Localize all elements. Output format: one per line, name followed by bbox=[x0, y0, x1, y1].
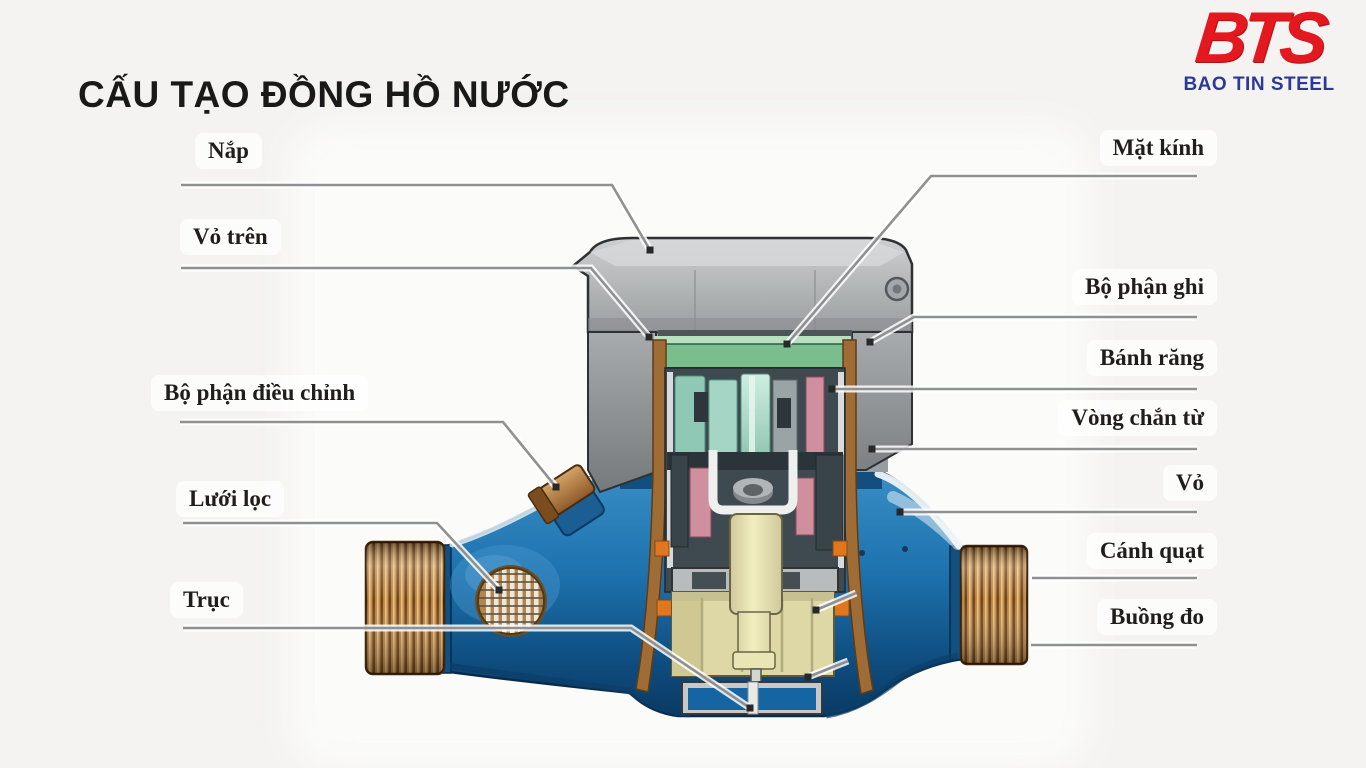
label-buong-do: Buồng đo bbox=[1097, 599, 1217, 635]
label-bo-phan-dieu-chinh: Bộ phận điều chỉnh bbox=[151, 375, 369, 411]
label-luoi-loc: Lưới lọc bbox=[176, 481, 285, 517]
magnetic-shield-ring bbox=[815, 454, 844, 551]
label-banh-rang: Bánh răng bbox=[1086, 340, 1217, 376]
outlet-fitting bbox=[959, 544, 1029, 666]
leader-dots bbox=[495, 246, 904, 712]
label-truc: Trục bbox=[170, 582, 243, 618]
seal-gasket bbox=[654, 540, 670, 557]
register-mechanism bbox=[654, 367, 850, 617]
label-vo: Vỏ bbox=[1162, 465, 1217, 501]
label-canh-quat: Cánh quạt bbox=[1086, 533, 1217, 569]
label-vo-tren: Vỏ trên bbox=[180, 219, 281, 255]
logo-acronym: BTS bbox=[1191, 0, 1327, 78]
label-vong-chan-tu: Vòng chắn từ bbox=[1058, 400, 1217, 436]
logo-company: BAO TIN STEEL bbox=[1183, 74, 1335, 96]
label-nap: Nắp bbox=[195, 133, 262, 169]
register-glass-face bbox=[653, 330, 852, 373]
page-title: CẤU TẠO ĐỒNG HỒ NƯỚC bbox=[78, 74, 570, 115]
leader-lines bbox=[180, 172, 1197, 712]
adjustment-screw bbox=[527, 464, 596, 525]
brand-logo: BTS BAO TIN STEEL bbox=[1168, 0, 1350, 96]
inlet-fitting bbox=[364, 540, 446, 676]
meter-cap bbox=[570, 236, 914, 334]
meter-upper-casing-wings bbox=[587, 331, 913, 494]
label-mat-kinh: Mặt kính bbox=[1099, 130, 1217, 166]
label-bo-phan-ghi: Bộ phận ghi bbox=[1072, 269, 1217, 305]
